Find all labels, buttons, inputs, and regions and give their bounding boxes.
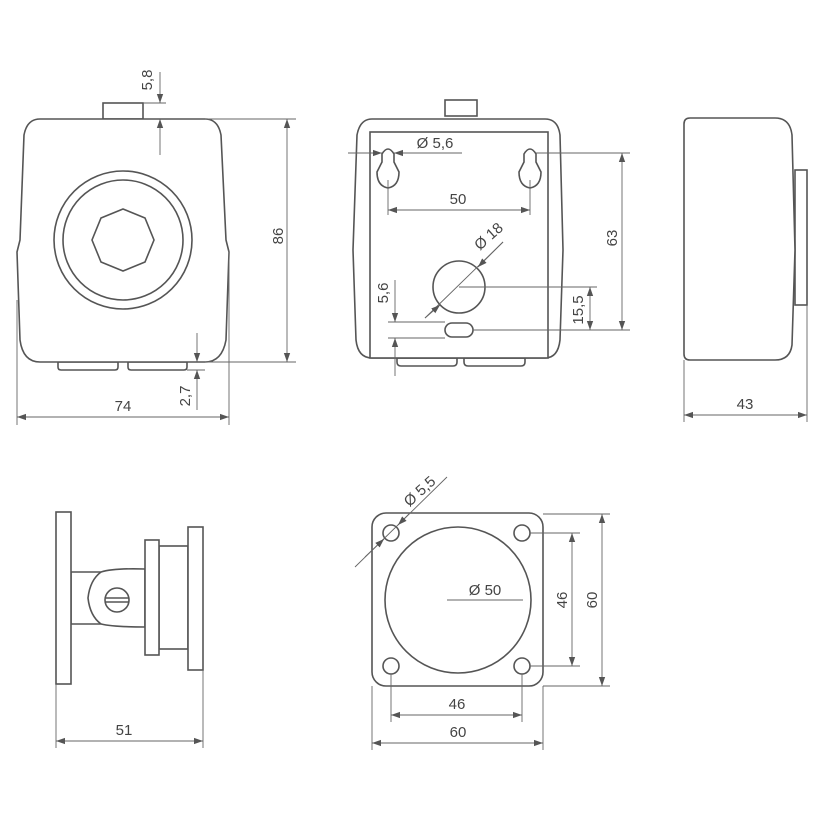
side-view: 43	[683, 117, 808, 422]
keyhole-left	[376, 148, 400, 189]
slot	[444, 322, 474, 338]
mounting-hole	[382, 657, 400, 675]
dim-keyhole-spacing: 50	[450, 191, 467, 208]
dim-knob-height: 5,8	[139, 70, 156, 91]
front-view: 5,8 86 2,7 74	[16, 70, 296, 425]
dim-height: 86	[270, 228, 287, 245]
dim-circle-diameter: Ø 50	[469, 582, 502, 599]
mounting-hole	[513, 657, 531, 675]
bracket-hinge	[87, 571, 102, 625]
dim-depth: 43	[737, 396, 754, 413]
wall-plate	[55, 511, 72, 685]
dim-bracket-depth: 51	[116, 722, 133, 739]
cable-gland-knob	[444, 99, 478, 117]
mounting-hole	[513, 524, 531, 542]
mounting-hole	[382, 524, 400, 542]
cable-gland-knob	[102, 102, 144, 120]
housing-side	[683, 117, 796, 361]
dim-hole-spacing-vertical: 46	[554, 592, 571, 609]
dim-hole-spacing-horizontal: 46	[449, 696, 466, 713]
dim-width: 74	[115, 398, 132, 415]
dim-slot-height: 5,6	[375, 283, 392, 304]
keyhole-right	[518, 148, 542, 189]
dim-vertical-spacing: 63	[604, 230, 621, 247]
button-cap	[91, 208, 155, 272]
dim-width-horizontal: 60	[450, 724, 467, 741]
screw-icon	[104, 587, 130, 613]
flange-view: Ø 5,5 Ø 50 46 60 46 60	[354, 473, 610, 750]
housing-feet	[396, 357, 526, 367]
bracket-flange-inner	[144, 539, 160, 656]
mounting-plate	[794, 169, 808, 306]
back-view: Ø 5,6 50 Ø 18 5,6 15,5 63	[348, 99, 630, 376]
back-plate	[369, 131, 549, 359]
dim-hole-diameter: Ø 5,5	[401, 473, 440, 510]
bracket-flange-outer	[187, 526, 204, 671]
bracket-view: 51	[55, 511, 204, 748]
dim-keyhole-diameter: Ø 5,6	[417, 135, 454, 152]
housing-feet	[57, 361, 188, 371]
bracket-body	[158, 545, 189, 650]
dim-width-vertical: 60	[584, 592, 601, 609]
dim-feet-height: 2,7	[177, 386, 194, 407]
dim-hole-offset: 15,5	[570, 295, 587, 324]
